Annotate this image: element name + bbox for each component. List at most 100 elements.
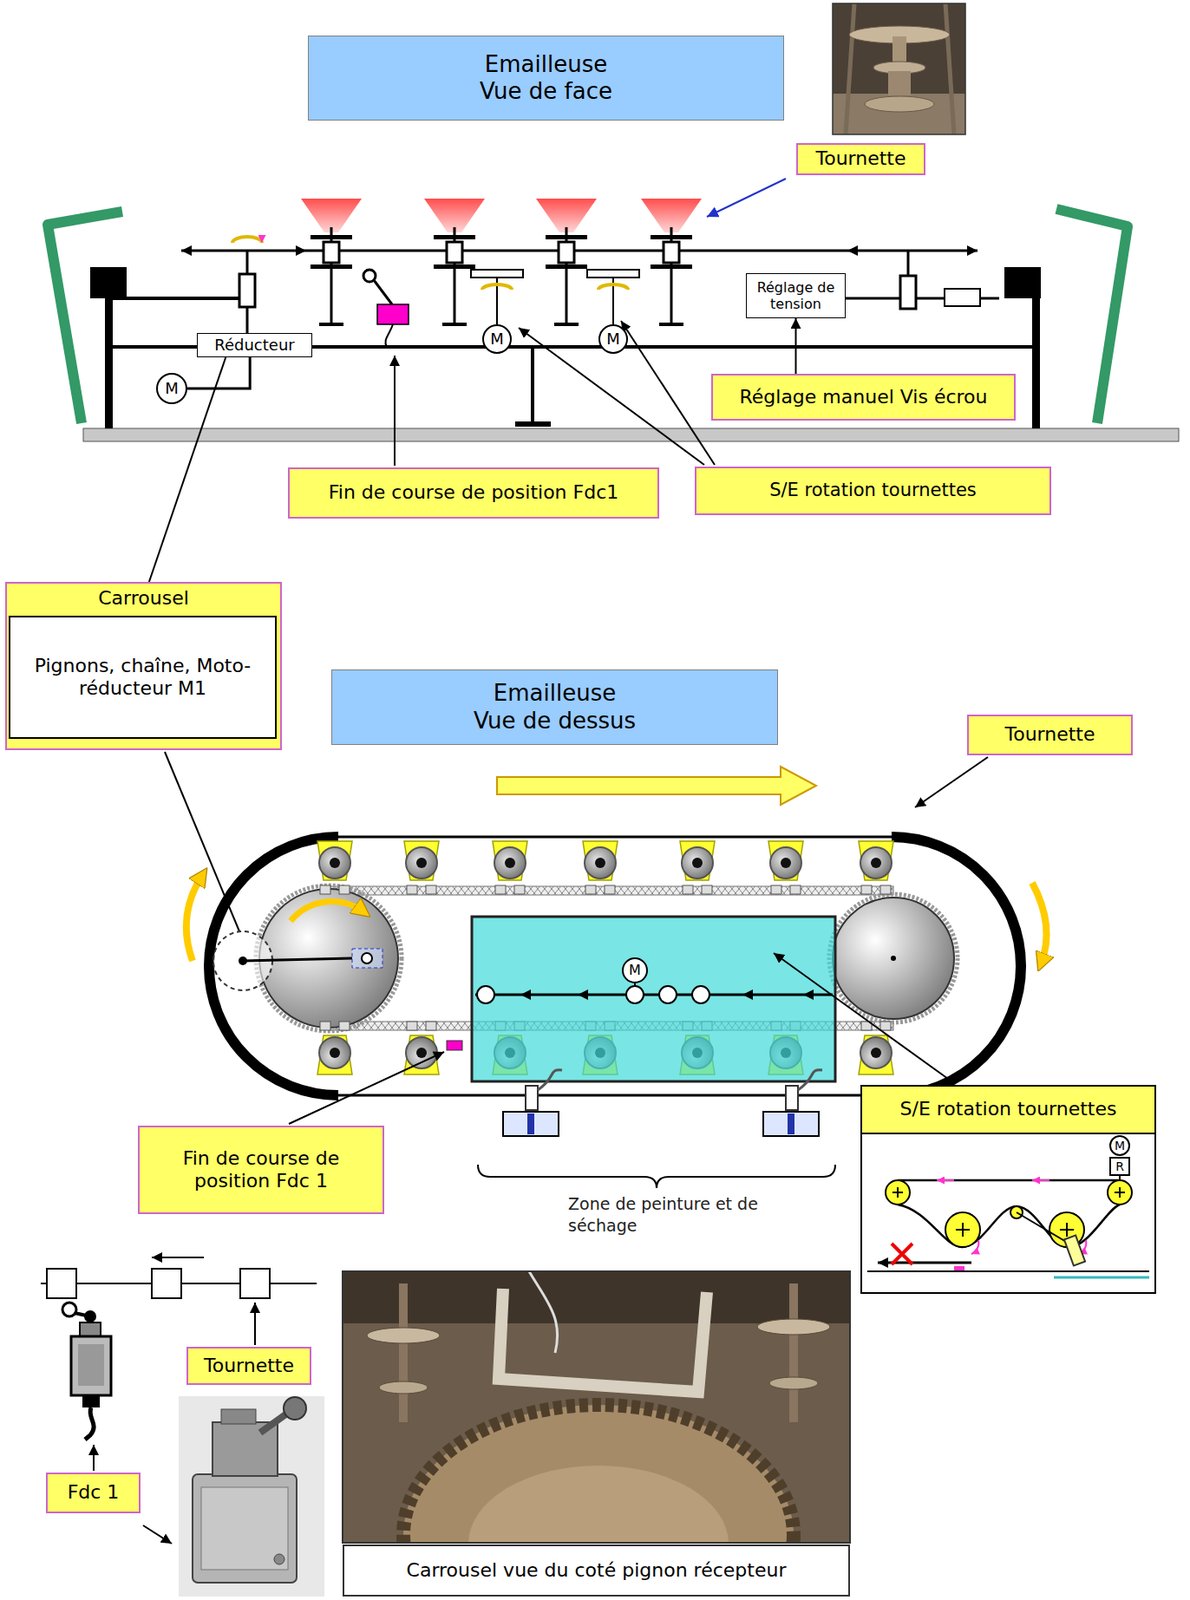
node-text: M	[1114, 1138, 1125, 1154]
screw-nut	[944, 288, 981, 307]
node-text: Emailleuse	[481, 51, 611, 79]
frame-arm	[112, 296, 248, 301]
tournette-unit	[680, 841, 715, 895]
tournette-unit	[317, 841, 353, 895]
photo-switch-roller	[283, 1397, 307, 1420]
adjust-box: Réglage de tension	[745, 273, 846, 319]
tournette-unit	[768, 841, 804, 895]
switch-gland	[82, 1395, 100, 1408]
photo-switch-screw	[274, 1554, 285, 1565]
callout-box: Tournette	[967, 714, 1133, 756]
paint-hose	[797, 1070, 823, 1091]
air-cylinder	[763, 1111, 819, 1137]
tournette-photo	[832, 3, 966, 135]
gearbox-box: Réducteur	[196, 333, 313, 358]
photo-rail	[845, 3, 855, 135]
node-text: Vue de dessus	[470, 707, 640, 735]
switch-lever	[74, 1313, 91, 1317]
callout-box: Fin de course de position Fdc 1	[137, 1125, 385, 1215]
tension-screw	[980, 297, 1000, 301]
leader-arrow	[254, 1302, 256, 1346]
photo-sprocket	[403, 1405, 794, 1544]
photo-disc	[366, 1327, 440, 1344]
carrousel-photo	[342, 1271, 850, 1544]
photo-disc	[379, 1381, 428, 1394]
callout-box: Tournette	[796, 143, 926, 176]
node-text: Emailleuse	[490, 680, 620, 707]
photo-cable	[529, 1271, 558, 1354]
node-text: M	[628, 961, 641, 979]
leader-arrow	[143, 1525, 172, 1544]
leader-arrow	[773, 953, 955, 1084]
belt-roller	[659, 986, 677, 1004]
leader-arrow	[288, 1052, 445, 1125]
switch-body	[71, 1336, 112, 1396]
tournette-unit	[582, 841, 618, 895]
node-text: Fin de course de position Fdc 1	[139, 1147, 383, 1194]
switch-cable	[85, 1407, 94, 1440]
view-title-box: EmailleuseVue de face	[307, 35, 785, 121]
tournette-unit	[858, 1021, 894, 1075]
spray-gun	[525, 1085, 538, 1111]
photo-frame	[832, 3, 966, 135]
drive-sprocket	[239, 274, 255, 308]
photo-chain	[403, 1405, 794, 1544]
node-text: Tournette	[200, 1354, 298, 1378]
travel-arrow	[181, 249, 307, 253]
photo-ground	[832, 3, 966, 135]
node-text: S/E rotation tournettes	[862, 1086, 1155, 1135]
sprocket-axis	[890, 955, 896, 962]
limit-switch	[954, 1266, 965, 1271]
direction-arrow	[496, 766, 817, 805]
paint-hose	[537, 1070, 563, 1091]
switch-roller	[363, 269, 376, 282]
tournette-unit	[492, 841, 528, 895]
node-text: Carrousel	[94, 587, 193, 610]
photo-switch-body	[192, 1474, 297, 1583]
spray-gun	[785, 1085, 798, 1111]
node-text: Réglage manuel Vis écrou	[735, 385, 991, 409]
inset-ground	[860, 1085, 1157, 1295]
track-rail	[338, 836, 892, 1096]
zone-label: Zone de peinture et de séchage	[568, 1193, 770, 1236]
belt-roller	[626, 986, 644, 1004]
photo-disc	[757, 1319, 831, 1335]
motion-arrow	[971, 1240, 979, 1255]
rotation-arrow	[186, 874, 203, 962]
photo-floor	[832, 93, 966, 135]
pulley-cross	[892, 1187, 1125, 1237]
leader-line	[149, 357, 226, 582]
photo-disc	[769, 1377, 818, 1390]
rotation-arrow	[1032, 882, 1047, 965]
leader-arrow	[393, 355, 396, 466]
belt-pulley	[587, 269, 640, 278]
spray-station	[503, 1070, 823, 1137]
callout-box: Tournette	[186, 1346, 312, 1386]
photo-spindle	[789, 1283, 798, 1423]
leader-arrow	[706, 178, 786, 217]
photo-spindle	[398, 1283, 408, 1423]
photo-sprocket-face	[468, 1465, 729, 1544]
node-text: Réducteur	[210, 335, 298, 355]
callout-box: S/E rotation tournettes	[694, 466, 1052, 516]
belt-roller	[477, 986, 495, 1004]
motor-symbol: M	[156, 372, 188, 405]
callout-box: Fin de course de position Fdc1	[287, 467, 660, 519]
middle-support	[530, 346, 535, 424]
forbidden-cross	[891, 1243, 913, 1265]
motor-symbol: M	[482, 324, 512, 354]
tournette-unit	[858, 841, 894, 895]
support-foot	[515, 421, 551, 427]
photo-switch-face	[201, 1487, 288, 1570]
photo-shadow	[342, 1271, 850, 1324]
inset-floor	[1053, 1276, 1150, 1280]
idler-sprocket	[900, 275, 916, 309]
switch-lever	[373, 280, 393, 305]
callout-box: CarrouselPignons, chaîne, Moto-réducteur…	[5, 581, 282, 751]
node-text: Tournette	[1000, 723, 1099, 746]
motion-arrow	[936, 1179, 955, 1182]
node-text: Vue de face	[476, 78, 616, 105]
chain-line	[306, 249, 848, 253]
